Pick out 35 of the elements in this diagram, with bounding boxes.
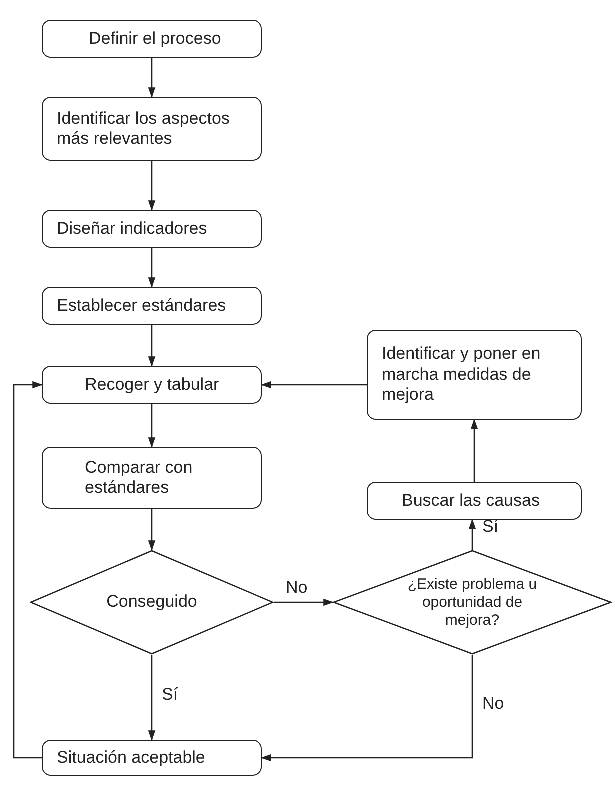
arrow	[13, 381, 44, 759]
process-box	[42, 740, 262, 776]
node-text: Conseguido	[106, 592, 198, 613]
arrow	[148, 161, 156, 212]
process-box	[42, 287, 262, 325]
decision-diamond	[30, 550, 274, 655]
node-text: Establecer estándares	[57, 296, 226, 316]
node-text: Recoger y tabular	[85, 374, 220, 396]
decision-diamond	[333, 550, 612, 655]
arrow	[470, 418, 478, 482]
process-box	[42, 210, 262, 248]
node-text: Situación aceptable	[57, 748, 206, 768]
node-text: Identificar los aspectos más relevantes	[57, 108, 231, 150]
process-box	[367, 482, 582, 520]
node-text: Definir el proceso	[89, 28, 222, 50]
arrow	[274, 598, 334, 606]
node-text: Diseñar indicadores	[57, 218, 208, 240]
process-box	[42, 366, 262, 404]
process-box	[42, 447, 262, 509]
arrow	[260, 655, 474, 762]
arrow	[148, 655, 156, 742]
arrow	[148, 509, 156, 552]
arrow	[148, 58, 156, 98]
arrow	[468, 518, 476, 550]
process-box	[42, 20, 262, 58]
arrow	[148, 325, 156, 368]
node-text: Buscar las causas	[402, 490, 540, 512]
process-box	[367, 330, 582, 420]
arrow	[148, 248, 156, 288]
process-box	[42, 97, 262, 161]
node-text: ¿Existe problema u oportunidad de mejora?	[406, 576, 538, 630]
node-text: Comparar con estándares	[85, 458, 194, 498]
arrow	[148, 404, 156, 448]
node-text: Identificar y poner en marcha medidas de mejora	[382, 344, 542, 406]
arrow	[260, 381, 367, 389]
